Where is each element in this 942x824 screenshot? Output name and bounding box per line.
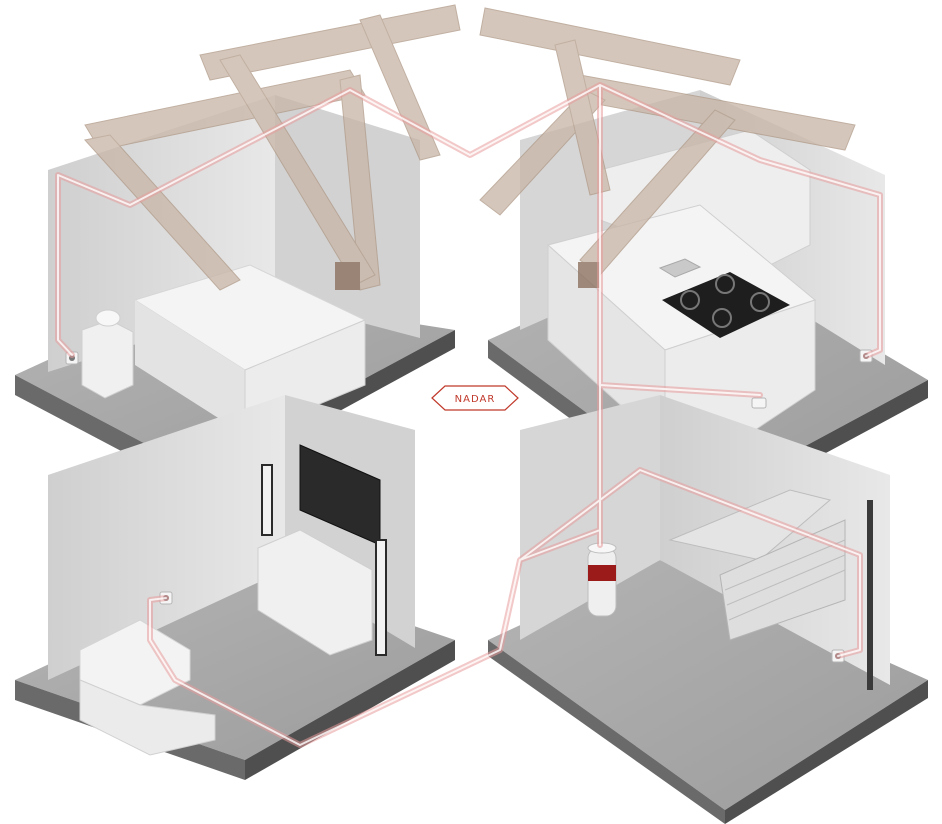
beam <box>84 134 241 291</box>
lamp <box>95 309 121 327</box>
beam <box>359 14 441 161</box>
garage-door <box>668 489 873 690</box>
speaker-right <box>375 539 387 656</box>
garage-floor <box>488 560 928 810</box>
roof-trusses <box>84 4 856 291</box>
garage-back-wall <box>520 395 660 640</box>
living-room <box>15 395 455 780</box>
vacuum-piping <box>55 82 883 748</box>
bedroom-back-wall <box>275 95 420 338</box>
beam <box>554 39 611 196</box>
central-vacuum-unit-icon <box>587 542 617 617</box>
tv-stand <box>257 529 373 656</box>
beam <box>219 54 376 286</box>
cooktop <box>662 272 790 338</box>
garage-floor-edge-right <box>725 680 928 824</box>
pipe-network-core <box>57 84 881 746</box>
vacuum-pan-inlet-icon <box>751 397 767 409</box>
sofa-seat <box>79 679 216 756</box>
bed-side <box>135 300 245 435</box>
garage-room <box>488 395 928 824</box>
speaker-left <box>261 464 273 536</box>
beam <box>339 74 381 291</box>
living-left-wall <box>48 395 285 680</box>
beam <box>479 7 741 86</box>
brand-logo-text: NADAR <box>455 394 496 405</box>
beam-end <box>335 262 360 290</box>
brand-logo: NADAR <box>431 385 519 411</box>
beam-end <box>578 262 600 288</box>
nightstand <box>81 319 134 399</box>
garage-floor-edge <box>488 640 725 824</box>
sink <box>658 258 702 278</box>
